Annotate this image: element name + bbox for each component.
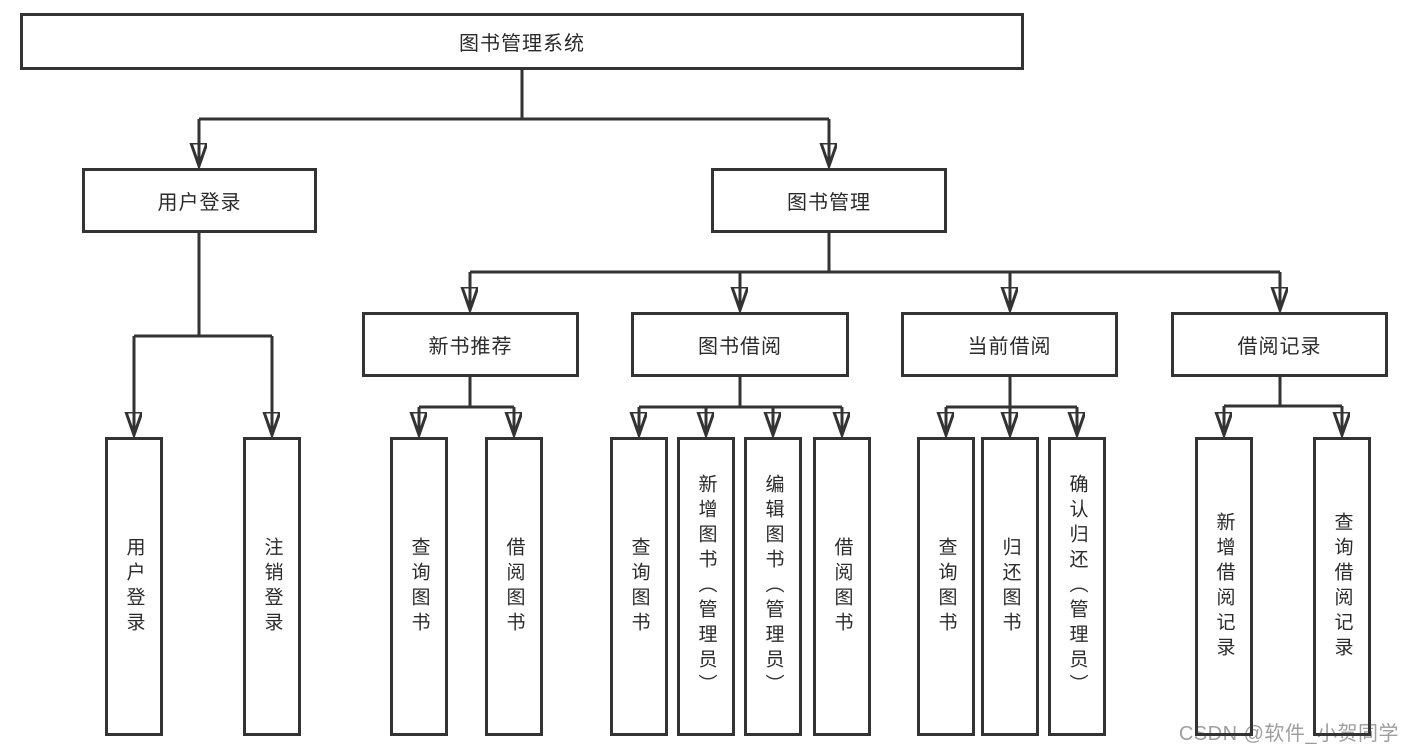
leaf-current-query-book: 查询图书: [917, 437, 975, 736]
leaf-recommend-borrow-book-label: 借阅图书: [503, 536, 525, 637]
leaf-user-login-label: 用户登录: [123, 536, 145, 637]
leaf-query-borrow-record: 查询借阅记录: [1313, 437, 1371, 736]
leaf-logout: 注销登录: [243, 437, 301, 736]
leaf-confirm-return-admin-label: 确认归还（管理员）: [1066, 474, 1088, 699]
leaf-edit-book-admin-label: 编辑图书（管理员）: [762, 474, 784, 699]
leaf-query-borrow-record-label: 查询借阅记录: [1331, 511, 1353, 662]
node-current-borrow: 当前借阅: [901, 312, 1118, 377]
leaf-borrow-book-label: 借阅图书: [831, 536, 853, 637]
leaf-recommend-query-book-label: 查询图书: [408, 536, 430, 637]
leaf-borrow-query-book: 查询图书: [610, 437, 668, 736]
leaf-recommend-borrow-book: 借阅图书: [485, 437, 543, 736]
leaf-confirm-return-admin: 确认归还（管理员）: [1048, 437, 1106, 736]
leaf-add-book-admin: 新增图书（管理员）: [677, 437, 735, 736]
node-current-borrow-label: 当前借阅: [967, 336, 1052, 358]
node-book-borrow: 图书借阅: [631, 312, 849, 377]
leaf-user-login: 用户登录: [105, 437, 163, 736]
leaf-edit-book-admin: 编辑图书（管理员）: [744, 437, 802, 736]
node-root-label: 图书管理系统: [459, 33, 585, 55]
leaf-add-book-admin-label: 新增图书（管理员）: [695, 474, 717, 699]
node-book-borrow-label: 图书借阅: [698, 336, 782, 358]
leaf-recommend-query-book: 查询图书: [390, 437, 448, 736]
leaf-borrow-query-book-label: 查询图书: [628, 536, 650, 637]
node-user-login: 用户登录: [82, 168, 317, 233]
leaf-borrow-book: 借阅图书: [813, 437, 871, 736]
leaf-return-book: 归还图书: [981, 437, 1039, 736]
node-book-management: 图书管理: [711, 168, 947, 233]
csdn-watermark: CSDN @软件_小贺同学: [1178, 723, 1399, 745]
node-borrow-record: 借阅记录: [1171, 312, 1388, 377]
leaf-logout-label: 注销登录: [261, 536, 283, 637]
node-borrow-record-label: 借阅记录: [1237, 336, 1322, 358]
node-root: 图书管理系统: [20, 13, 1024, 70]
leaf-add-borrow-record: 新增借阅记录: [1195, 437, 1253, 736]
node-user-login-label: 用户登录: [157, 192, 242, 214]
leaf-current-query-book-label: 查询图书: [935, 536, 957, 637]
node-new-book-recommend: 新书推荐: [362, 312, 579, 377]
leaf-return-book-label: 归还图书: [999, 536, 1021, 637]
leaf-add-borrow-record-label: 新增借阅记录: [1213, 511, 1235, 662]
node-book-management-label: 图书管理: [787, 192, 871, 214]
node-new-book-recommend-label: 新书推荐: [428, 336, 513, 358]
